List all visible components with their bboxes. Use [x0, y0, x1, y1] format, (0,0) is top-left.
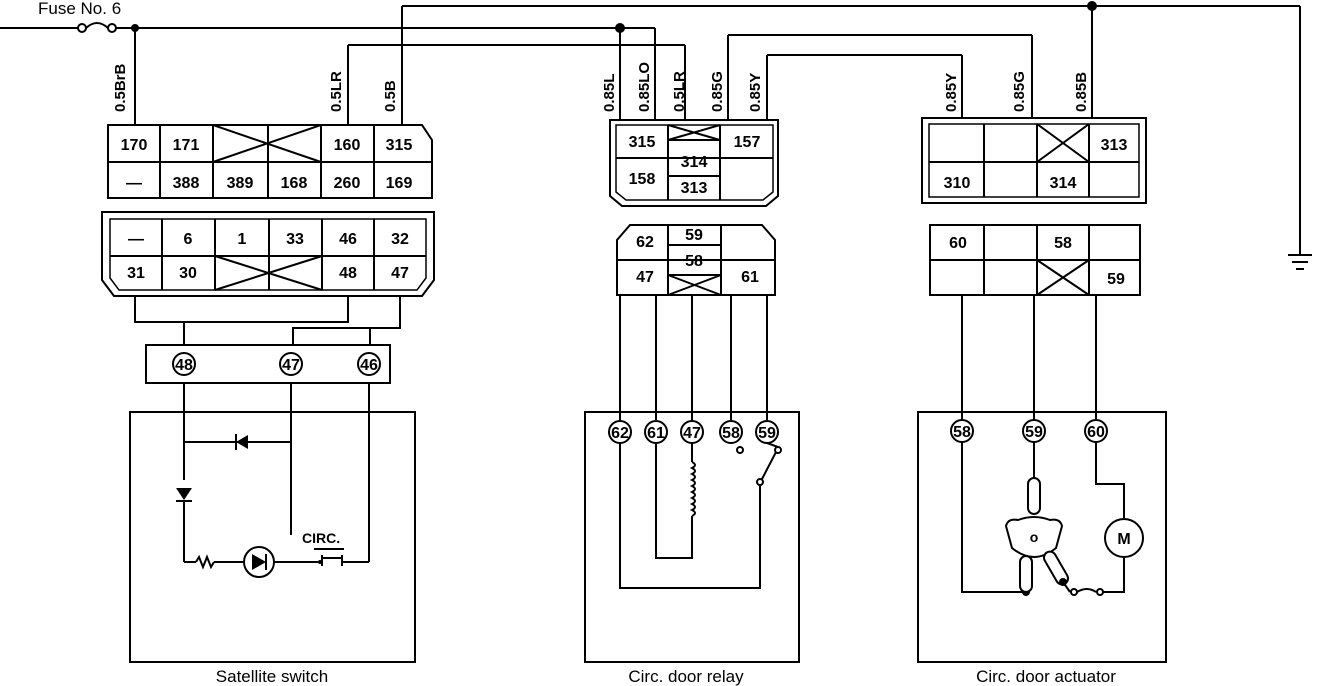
pin-label: 60	[949, 235, 967, 252]
wire-labels: 0.5BrB 0.5LR 0.5B 0.85L 0.85LO 0.5LR 0.8…	[112, 62, 1090, 112]
relay-harness	[619, 295, 768, 420]
satellite-switch-body: CIRC.	[129, 383, 416, 663]
wire-label: 0.85G	[1011, 71, 1028, 112]
pin-label: 1	[238, 231, 247, 248]
pin-label: 171	[173, 137, 200, 154]
terminal-label: 47	[683, 425, 701, 442]
diode-icon	[236, 435, 248, 449]
relay-contact-icon	[756, 478, 764, 486]
pin-label: 59	[1107, 271, 1125, 288]
pin-label: 33	[286, 231, 304, 248]
terminal-label: 46	[360, 357, 378, 374]
sat-lower-connector: — 6 1 33 46 32 31 30 48 47	[101, 211, 435, 297]
pin-label: 62	[636, 234, 654, 251]
wire-label: 0.85G	[709, 71, 726, 112]
relay-body: 62 61 47 58 59	[584, 411, 800, 663]
terminal-label: 48	[175, 357, 193, 374]
caption-actuator: Circ. door actuator	[976, 667, 1116, 686]
sat-terminal-strip: 48 47 46	[145, 344, 391, 384]
pin-label: 47	[636, 269, 654, 286]
pin-label: 160	[334, 137, 361, 154]
relay-coil-icon	[689, 461, 696, 517]
pin-label: 170	[121, 137, 148, 154]
motor-label: M	[1117, 531, 1130, 548]
sat-upper-connector: 170 171 160 315 — 388 389 168 260 169	[107, 124, 433, 199]
pin-label: —	[128, 231, 144, 248]
cam-label: o	[1030, 529, 1039, 545]
fuse-label: Fuse No. 6	[38, 0, 121, 18]
relay-upper-connector: 315 314 157 158 313	[609, 119, 779, 207]
pin-label: 310	[944, 175, 971, 192]
pin-label: 46	[339, 231, 357, 248]
pin-label: 314	[681, 154, 708, 171]
pin-label: 313	[1101, 137, 1128, 154]
wire-label: 0.85LO	[636, 62, 653, 112]
motor-icon	[1104, 518, 1144, 558]
wire-label: 0.5LR	[328, 71, 345, 112]
terminal-label: 60	[1087, 424, 1105, 441]
actuator-body: 58 59 60 o M	[917, 411, 1167, 663]
pin-label: 58	[1054, 235, 1072, 252]
terminal-label: 62	[611, 425, 629, 442]
pin-label: 47	[391, 265, 409, 282]
limit-contact-icon	[1027, 477, 1041, 515]
pin-label: 30	[179, 265, 197, 282]
pin-label: —	[126, 175, 142, 192]
actuator-lower-connector: 60 58 59	[929, 224, 1141, 296]
terminal-label: 59	[758, 425, 776, 442]
pin-label: 58	[685, 253, 703, 270]
pin-label: 169	[386, 175, 413, 192]
pin-label: 6	[184, 231, 193, 248]
diode-icon	[176, 488, 192, 500]
wire-label: 0.85Y	[943, 73, 960, 112]
terminal-label: 58	[953, 424, 971, 441]
pin-label: 48	[339, 265, 357, 282]
terminal-label: 61	[647, 425, 665, 442]
ground-icon	[1288, 254, 1312, 270]
circ-switch-label: CIRC.	[302, 530, 340, 546]
power-bus	[401, 1, 1301, 255]
wire-label: 0.85L	[601, 74, 618, 112]
pin-label: 32	[391, 231, 409, 248]
wire-label: 0.5B	[382, 80, 399, 112]
pin-label: 313	[681, 180, 708, 197]
sat-upper-wires	[134, 28, 686, 125]
fuse-symbol	[0, 22, 620, 33]
sat-harness	[134, 296, 401, 345]
relay-actuator-wires	[727, 34, 1033, 120]
resistor-icon	[195, 554, 215, 570]
terminal-label: 58	[722, 425, 740, 442]
caption-relay: Circ. door relay	[628, 667, 744, 686]
actuator-harness	[961, 295, 1097, 420]
pin-label: 389	[227, 175, 254, 192]
pin-label: 31	[127, 265, 145, 282]
pin-label: 315	[386, 137, 413, 154]
relay-lower-connector: 62 59 58 47 61	[616, 224, 776, 296]
pin-label: 315	[629, 134, 656, 151]
wire-label: 0.5BrB	[112, 63, 129, 112]
wire-label: 0.5LR	[671, 71, 688, 112]
pin-label: 388	[173, 175, 200, 192]
caption-satellite-switch: Satellite switch	[216, 667, 328, 686]
cam-icon	[1004, 516, 1064, 558]
wire-label: 0.85Y	[747, 73, 764, 112]
terminal-label: 59	[1025, 424, 1043, 441]
pin-label: 158	[629, 171, 656, 188]
pin-label: 168	[281, 175, 308, 192]
terminal-label: 47	[282, 357, 300, 374]
pin-label: 157	[734, 134, 761, 151]
pin-label: 61	[741, 269, 759, 286]
pin-label: 260	[334, 175, 361, 192]
actuator-upper-connector: 313 310 314	[921, 117, 1147, 204]
pin-label: 314	[1050, 175, 1077, 192]
pin-label: 59	[685, 227, 703, 244]
wire-label: 0.85B	[1073, 72, 1090, 112]
